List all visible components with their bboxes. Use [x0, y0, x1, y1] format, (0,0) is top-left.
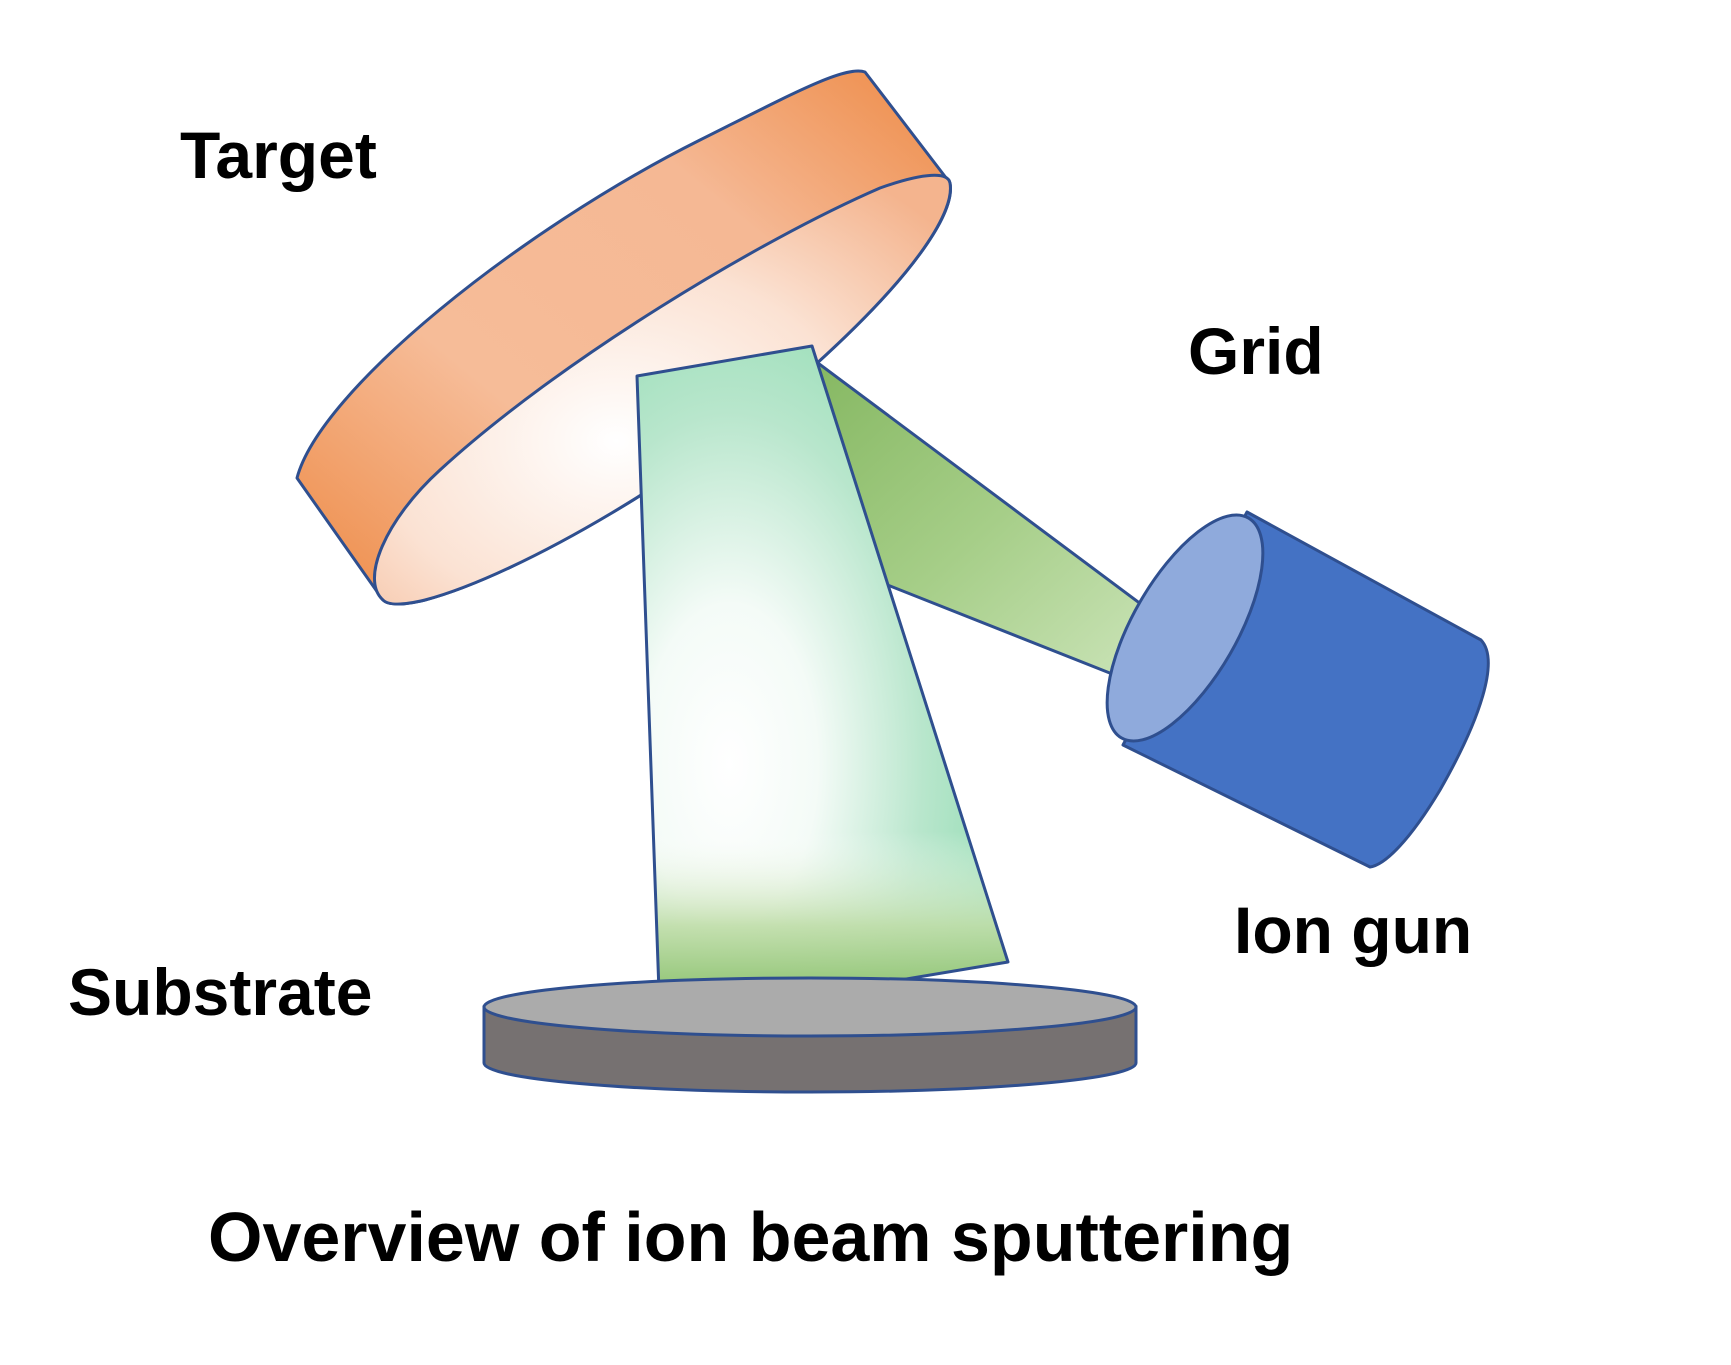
target-label: Target — [180, 118, 377, 192]
ion-gun-face — [1105, 513, 1265, 743]
substrate-top — [482, 976, 1138, 1038]
substrate — [482, 976, 1138, 1094]
deposition-plume — [635, 344, 1010, 1022]
substrate-label: Substrate — [68, 955, 372, 1029]
diagram-caption: Overview of ion beam sputtering — [208, 1198, 1293, 1276]
ion-gun-label: Ion gun — [1234, 893, 1472, 967]
ion-gun — [1105, 510, 1490, 869]
grid-label: Grid — [1188, 314, 1324, 388]
